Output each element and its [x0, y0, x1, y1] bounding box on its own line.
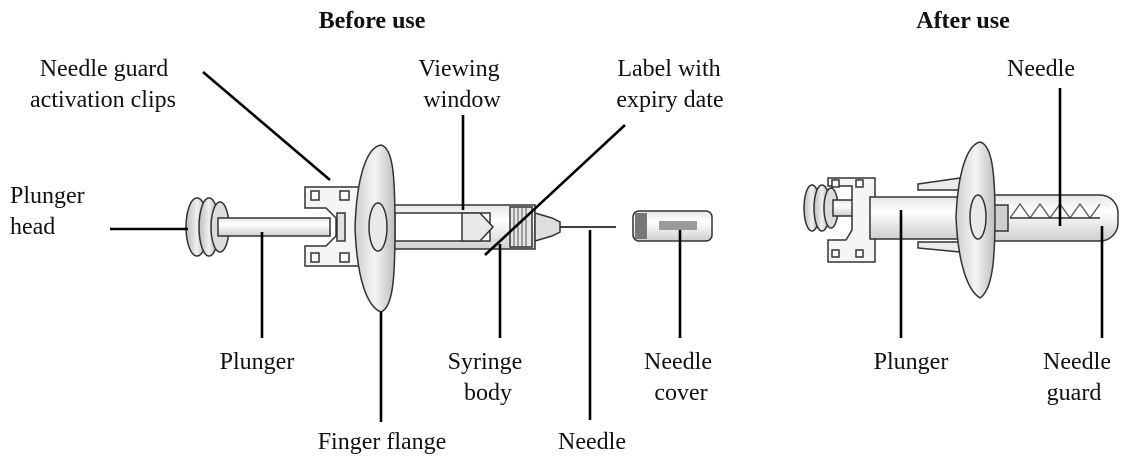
after-housing-shape	[827, 177, 876, 263]
label-needle-cover: Needle cover	[644, 349, 718, 406]
label-viewing-window: Viewing window	[418, 56, 505, 113]
label-expiry-date: Label with expiry date	[616, 56, 726, 113]
leader-needle-guard-clips	[202, 71, 331, 181]
after-clip-lower-shape	[917, 241, 961, 253]
plunger-rod-shape	[217, 217, 331, 237]
after-finger-flange-shape	[955, 141, 996, 299]
label-after-plunger: Plunger	[874, 349, 949, 375]
needle-guard-shape	[977, 194, 1119, 242]
title-after-use: After use	[916, 8, 1010, 34]
after-plunger-head-shape	[803, 184, 839, 232]
leader-label-expiry	[484, 124, 626, 256]
label-after-needle: Needle	[1007, 56, 1075, 82]
syringe-after-use	[803, 141, 1119, 299]
needle-cover-shape	[632, 210, 713, 242]
finger-flange-shape	[354, 144, 396, 313]
label-needle-guard-clips: Needle guard activation clips	[30, 56, 176, 113]
label-plunger: Plunger	[220, 349, 295, 375]
label-syringe-body: Syringe body	[448, 349, 529, 406]
title-before-use: Before use	[319, 8, 426, 34]
label-finger-flange: Finger flange	[318, 429, 447, 455]
syringe-before-use	[185, 144, 713, 313]
label-needle: Needle	[558, 429, 626, 455]
label-needle-guard: Needle guard	[1043, 349, 1117, 406]
label-plunger-head: Plunger head	[10, 183, 91, 240]
after-clip-shape	[917, 177, 961, 191]
activation-clips-shape	[304, 186, 363, 267]
after-barrel-shape	[869, 196, 966, 240]
